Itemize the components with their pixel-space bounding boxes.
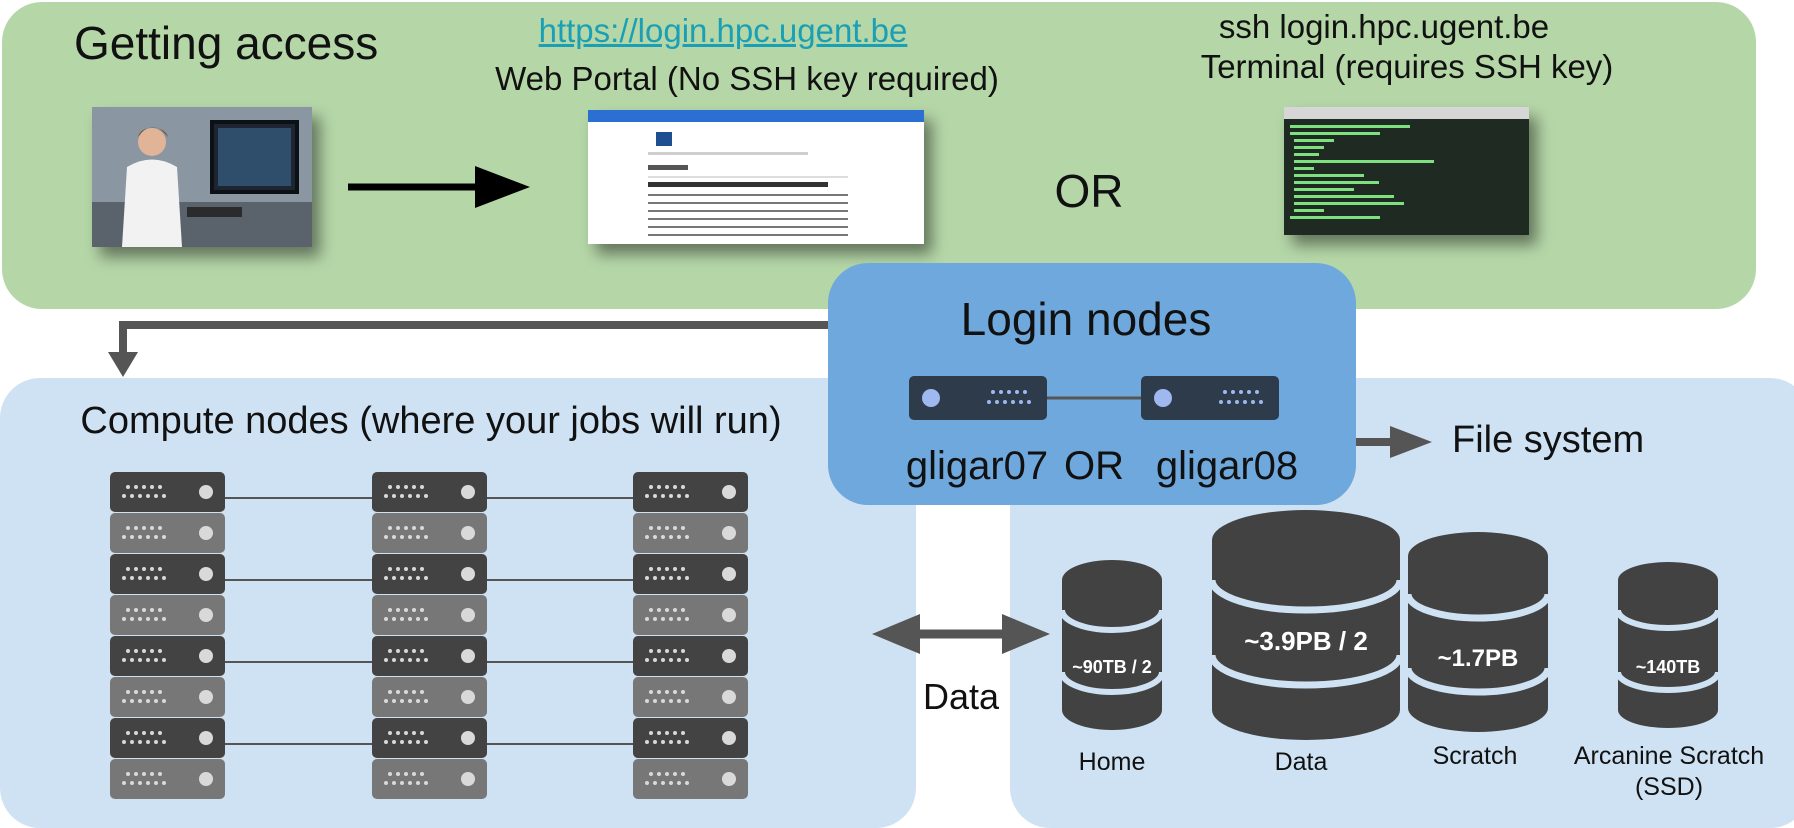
data-arrow-right-icon — [1002, 614, 1050, 654]
compute-server-icon — [633, 595, 748, 635]
compute-server-icon — [372, 759, 487, 799]
access-or-label: OR — [1054, 165, 1124, 217]
compute-server-racks — [110, 472, 748, 799]
compute-column-1 — [110, 472, 225, 799]
arcanine-capacity: ~140TB — [1636, 657, 1701, 677]
login-node-gligar08[interactable]: gligar08 — [1155, 444, 1299, 488]
compute-server-icon — [633, 677, 748, 717]
access-arrow-icon — [348, 166, 530, 208]
compute-server-icon — [372, 472, 487, 512]
storage-cylinders: ~90TB / 2 ~3.9PB / 2 ~1.7PB ~140TB — [1059, 510, 1721, 740]
data-link-label: Data — [922, 676, 1000, 717]
home-label: Home — [1078, 748, 1146, 776]
login-or-label: OR — [1064, 444, 1124, 488]
compute-server-icon — [110, 513, 225, 553]
web-portal-caption: Web Portal (No SSH key required) — [495, 60, 999, 97]
compute-server-icon — [372, 554, 487, 594]
terminal-caption: Terminal (requires SSH key) — [1200, 48, 1614, 85]
compute-server-icon — [633, 472, 748, 512]
arcanine-ssd-label: (SSD) — [1634, 773, 1704, 801]
terminal-text-icon — [1290, 125, 1434, 219]
compute-column-2 — [372, 472, 487, 799]
connector-arrows — [108, 321, 1432, 654]
compute-server-icon — [110, 595, 225, 635]
data-capacity: ~3.9PB / 2 — [1244, 626, 1368, 656]
portal-page-icon — [648, 132, 848, 236]
login-servers — [909, 376, 1279, 420]
compute-server-icon — [633, 513, 748, 553]
arcanine-storage-icon: ~140TB — [1615, 562, 1721, 728]
login-server-icon — [909, 376, 1047, 420]
login-server-icon — [1141, 376, 1279, 420]
file-system-title: File system — [1452, 419, 1645, 461]
compute-server-icon — [110, 472, 225, 512]
filesystem-arrow-head-icon — [1390, 426, 1432, 458]
compute-server-icon — [633, 636, 748, 676]
home-storage-icon: ~90TB / 2 — [1059, 560, 1165, 730]
compute-server-icon — [110, 718, 225, 758]
scratch-label: Scratch — [1432, 742, 1518, 770]
compute-server-icon — [110, 554, 225, 594]
researcher-photo-icon — [92, 107, 312, 247]
data-arrow-left-icon — [872, 614, 920, 654]
compute-column-3 — [633, 472, 748, 799]
compute-server-icon — [633, 554, 748, 594]
compute-server-icon — [372, 513, 487, 553]
getting-access-title: Getting access — [74, 17, 379, 69]
compute-nodes-title: Compute nodes (where your jobs will run) — [80, 400, 782, 442]
web-portal-screenshot — [588, 110, 924, 244]
scratch-storage-icon: ~1.7PB — [1404, 532, 1552, 732]
login-nodes-title: Login nodes — [960, 293, 1212, 345]
arcanine-label: Arcanine Scratch — [1573, 742, 1765, 770]
compute-server-icon — [372, 718, 487, 758]
data-store-label: Data — [1274, 748, 1328, 776]
scratch-capacity: ~1.7PB — [1438, 645, 1519, 672]
compute-server-icon — [110, 759, 225, 799]
ssh-command: ssh login.hpc.ugent.be — [1218, 8, 1550, 45]
compute-server-icon — [110, 636, 225, 676]
compute-arrow-head-icon — [108, 352, 138, 377]
compute-server-icon — [633, 718, 748, 758]
home-capacity: ~90TB / 2 — [1072, 657, 1152, 677]
terminal-screenshot[interactable] — [1284, 107, 1529, 235]
compute-server-icon — [372, 595, 487, 635]
compute-server-icon — [110, 677, 225, 717]
web-portal-link[interactable]: https://login.hpc.ugent.be — [538, 12, 908, 49]
compute-server-icon — [372, 636, 487, 676]
researcher-photo — [92, 107, 312, 247]
login-node-gligar07[interactable]: gligar07 — [905, 444, 1049, 488]
data-storage-icon: ~3.9PB / 2 — [1208, 510, 1404, 740]
compute-server-icon — [372, 677, 487, 717]
compute-server-icon — [633, 759, 748, 799]
